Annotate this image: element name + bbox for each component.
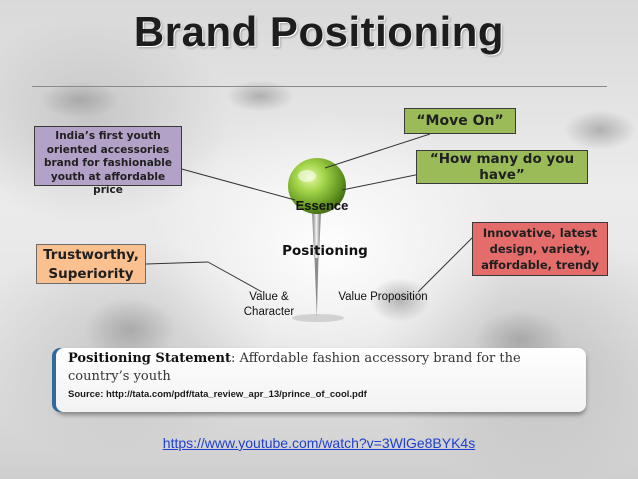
value-character-box: Trustworthy, Superiority: [36, 244, 146, 284]
tagline-how-many-box: “How many do you have”: [416, 150, 588, 184]
green-push-pin-icon: [288, 158, 346, 322]
title-divider: [32, 86, 607, 87]
positioning-statement-text: : Affordable fashion accessory brand for…: [68, 351, 521, 384]
target-audience-box: India’s first youth oriented accessories…: [34, 126, 182, 196]
positioning-statement-heading: Positioning Statement: [68, 351, 232, 366]
tagline-move-on-box: “Move On”: [404, 108, 516, 134]
youtube-link[interactable]: https://www.youtube.com/watch?v=3WlGe8BY…: [162, 435, 476, 451]
value-proposition-label: Value Proposition: [338, 291, 428, 303]
positioning-label: Positioning: [282, 243, 368, 259]
blurred-pins-icon: [40, 80, 636, 370]
value-character-label: Value & Character: [243, 291, 295, 318]
source-citation: Source: http://tata.com/pdf/tata_review_…: [68, 389, 367, 400]
value-proposition-box: Innovative, latest design, variety, affo…: [472, 222, 608, 276]
essence-label: Essence: [295, 198, 349, 213]
positioning-statement-panel: Positioning Statement: Affordable fashio…: [56, 348, 586, 412]
page-title: Brand Positioning: [133, 8, 505, 55]
positioning-statement: Positioning Statement: Affordable fashio…: [68, 350, 576, 386]
